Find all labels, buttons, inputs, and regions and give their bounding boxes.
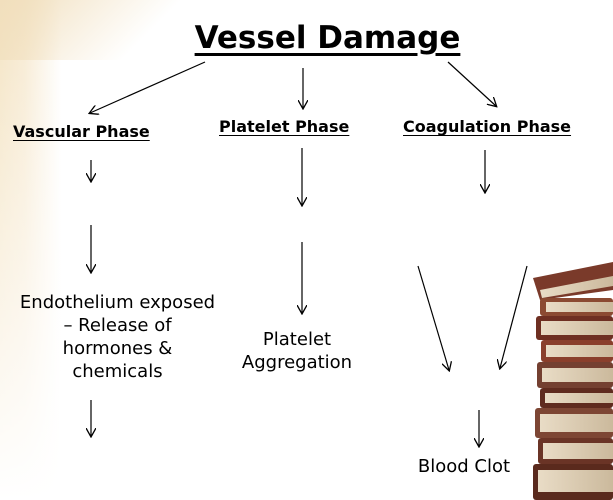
slide-corner-tint: [0, 0, 200, 60]
endothelium-line-3: hormones &: [62, 338, 173, 359]
endothelium-line-4: chemicals: [72, 361, 163, 382]
diagram-title: Vessel Damage: [194, 20, 461, 56]
platelet-line-1: Platelet: [262, 329, 332, 350]
endothelium-line-2: – Release of: [63, 315, 172, 336]
platelet-phase-label: Platelet Phase: [219, 117, 350, 136]
endothelium-line-1: Endothelium exposed: [19, 292, 216, 313]
arrow-title-to-vascular: [90, 61, 206, 113]
arrow-coagulation-right: [500, 265, 528, 368]
platelet-line-2: Aggregation: [241, 352, 353, 373]
vascular-phase-label: Vascular Phase: [13, 122, 150, 141]
endothelium-step: Endothelium exposed – Release of hormone…: [5, 291, 230, 383]
blood-clot-step: Blood Clot: [417, 456, 511, 477]
arrow-coagulation-left: [417, 265, 449, 370]
arrow-title-to-coagulation: [447, 61, 496, 106]
platelet-aggregation-step: Platelet Aggregation: [226, 328, 368, 374]
coagulation-phase-label: Coagulation Phase: [403, 117, 572, 136]
